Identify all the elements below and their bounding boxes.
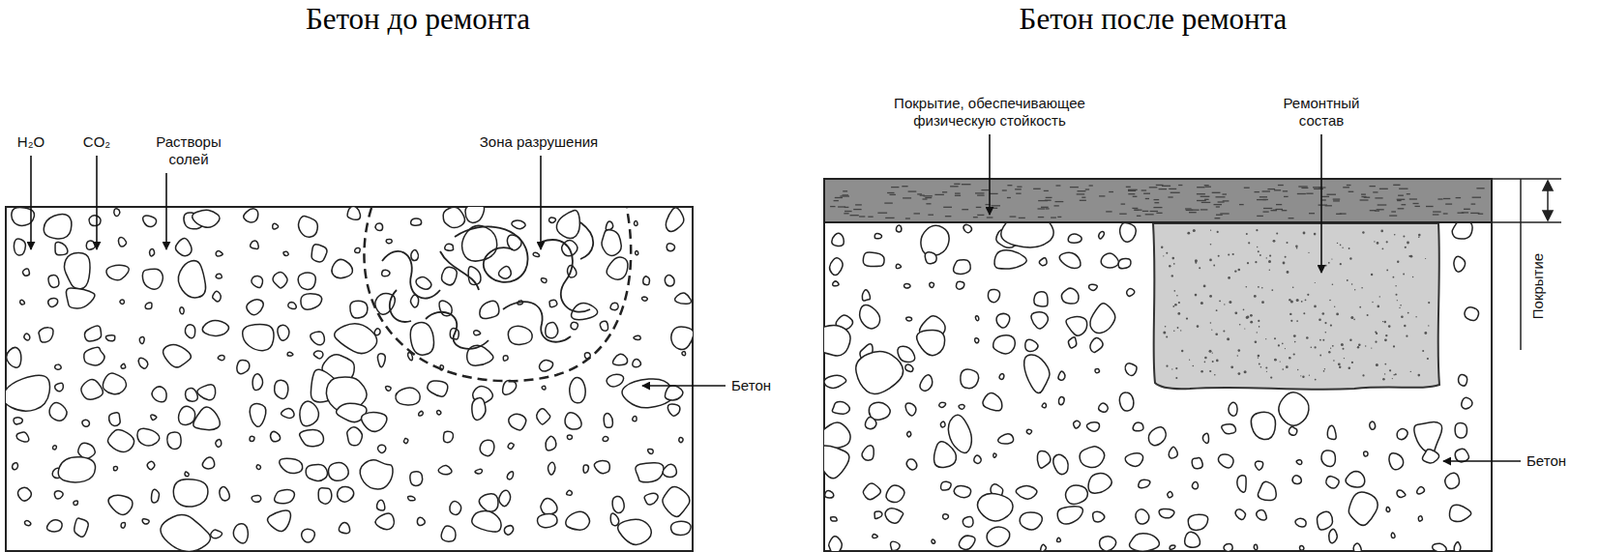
agent-label: CO₂: [83, 133, 111, 151]
material-label: Бетон: [1526, 452, 1567, 471]
concrete-block: [824, 222, 1492, 552]
material-label: Бетон: [731, 377, 771, 395]
leader-arrow: [29, 155, 32, 250]
concrete-block: [5, 207, 693, 552]
coating-label: Покрытие, обеспечивающее физическую стой…: [873, 94, 1106, 130]
zone-label: Зона разрушения: [479, 133, 598, 151]
leader-arrow: [988, 134, 991, 215]
agent-label: H₂O: [17, 133, 45, 151]
leader-arrow: [642, 385, 726, 387]
panel-title: Бетон до ремонта: [305, 1, 531, 37]
repair-label: Ремонтный состав: [1268, 94, 1375, 130]
dimension: [1491, 178, 1562, 351]
repair-texture: [1160, 229, 1430, 381]
aggregate: [824, 222, 1480, 552]
damage-zone: [363, 207, 631, 382]
aggregate: [5, 207, 693, 552]
leader-arrow: [1443, 460, 1521, 463]
repair-compound: [1153, 223, 1440, 390]
protective-coating: [824, 178, 1492, 223]
leader-arrow: [95, 155, 98, 250]
dimension-label: Покрытие: [1529, 253, 1547, 320]
agent-label: Растворы солей: [149, 133, 228, 169]
cracks: [382, 222, 593, 350]
leader-arrow: [165, 173, 168, 250]
panel-title: Бетон после ремонта: [1019, 1, 1288, 37]
coating-texture: [829, 183, 1485, 219]
leader-arrow: [1320, 134, 1323, 273]
leader-arrow: [539, 155, 542, 250]
